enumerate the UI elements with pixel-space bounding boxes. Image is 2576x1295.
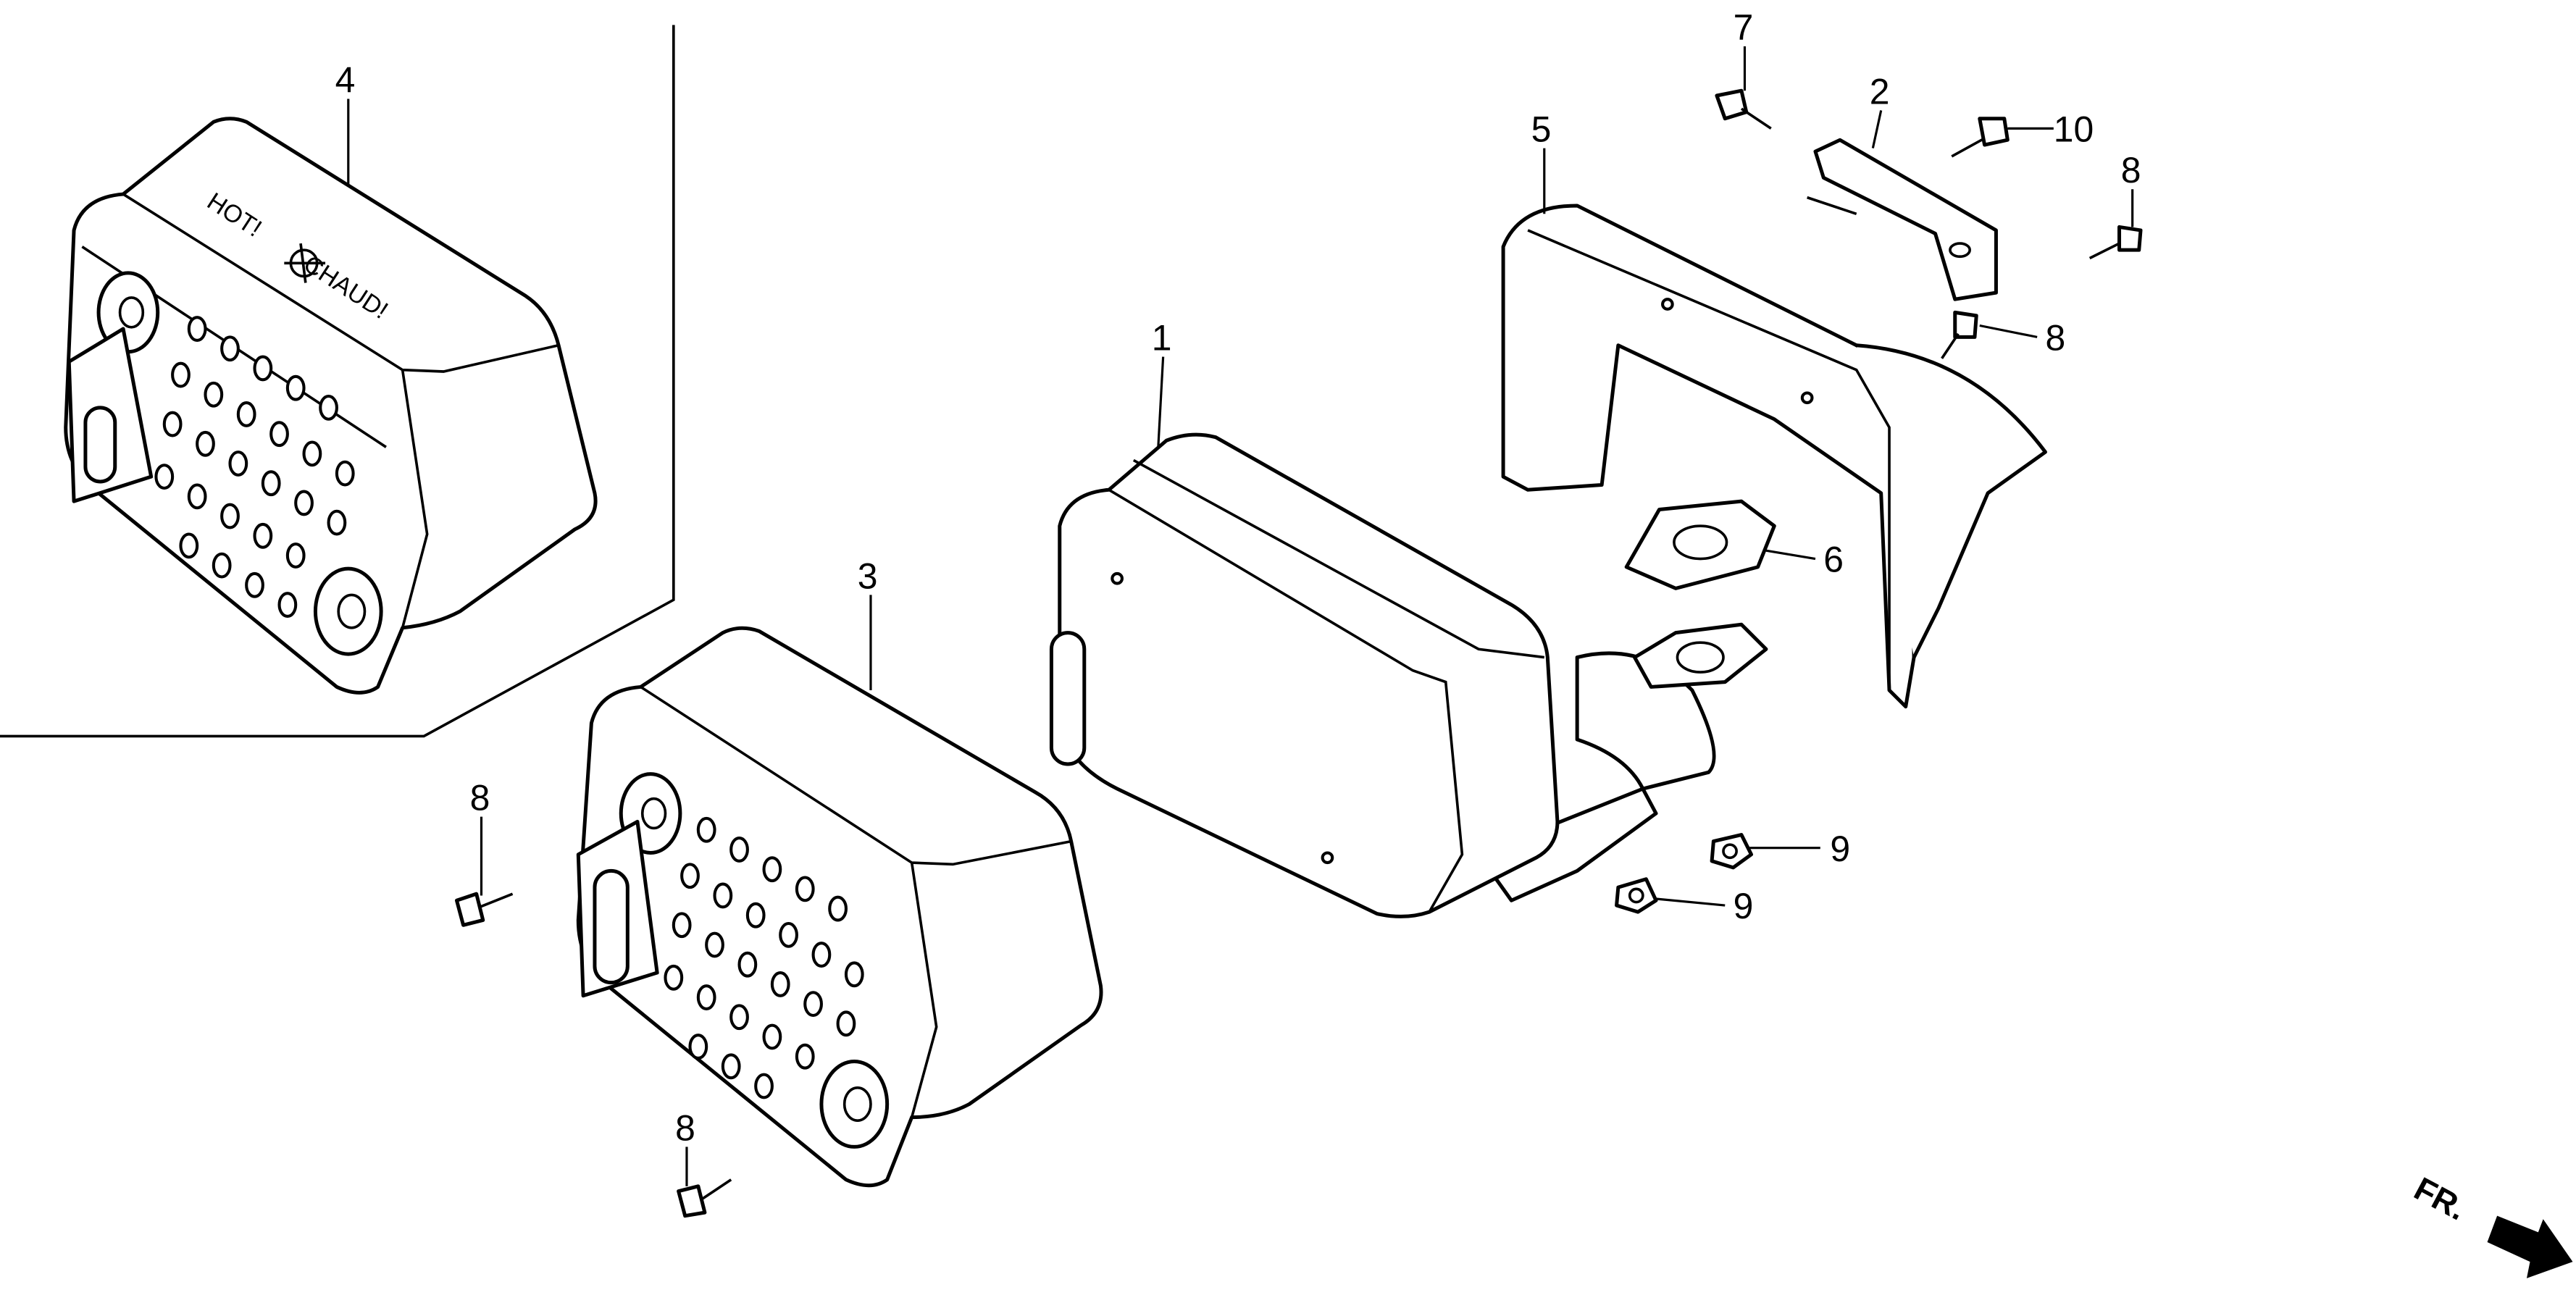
bolt-7[interactable]: [1715, 88, 1772, 130]
callout-1: 1: [1152, 318, 1172, 359]
vent-holes: [664, 816, 864, 1099]
bolt-8-stay[interactable]: [1941, 310, 1978, 359]
callout-8-top-right: 8: [2121, 150, 2141, 190]
muffler[interactable]: [1049, 432, 1716, 918]
nut-9-lower[interactable]: [1615, 877, 1658, 914]
callout-4: 4: [335, 59, 356, 100]
callout-9-upper: 9: [1830, 829, 1850, 869]
callout-3: 3: [858, 556, 878, 596]
bolt-8-top-right[interactable]: [2088, 225, 2143, 260]
callout-8-bottom: 8: [675, 1107, 695, 1148]
arrow-right-icon: [2487, 1215, 2573, 1278]
bolt-8-left[interactable]: [454, 892, 514, 927]
muffler-stay[interactable]: [1807, 138, 1998, 301]
vent-holes: [154, 316, 355, 618]
callout-9-lower: 9: [1734, 886, 1754, 926]
callout-6: 6: [1823, 540, 1844, 580]
callout-8-stay: 8: [2045, 318, 2065, 359]
muffler-protector[interactable]: [576, 626, 1103, 1188]
nut-9-upper[interactable]: [1710, 833, 1754, 870]
alternate-part-frame: [0, 25, 675, 738]
gasket[interactable]: [1624, 499, 1776, 689]
callout-8-left: 8: [470, 778, 490, 818]
callout-7: 7: [1734, 7, 1754, 48]
heat-shield[interactable]: [1501, 204, 2047, 709]
front-label: FR.: [2409, 1170, 2472, 1227]
bolt-8-bottom[interactable]: [677, 1178, 732, 1218]
hot-surface-icon: [284, 243, 326, 283]
callout-2: 2: [1870, 71, 1890, 112]
callout-10: 10: [2054, 109, 2094, 150]
muffler-protector-alt[interactable]: HOT! CHAUD!: [64, 117, 598, 695]
front-direction-indicator: FR.: [2409, 1170, 2573, 1278]
leader-lines: [347, 46, 2134, 1186]
bolt-10[interactable]: [1951, 117, 2010, 158]
callout-5: 5: [1531, 109, 1552, 150]
